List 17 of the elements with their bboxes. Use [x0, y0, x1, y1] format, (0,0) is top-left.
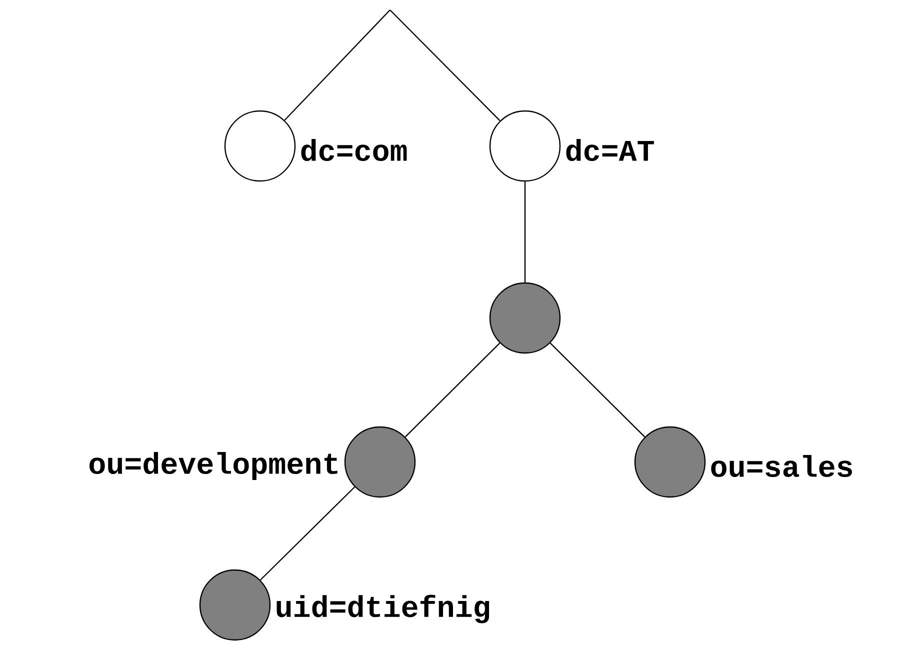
tree-node-circle	[489, 282, 561, 354]
node-label: dc=com	[301, 138, 407, 162]
tree-line	[524, 182, 526, 282]
node-label: uid=dtiefnig	[276, 594, 490, 624]
tree-node-circle	[489, 110, 561, 182]
tree-line	[284, 10, 390, 121]
tree-node-circle	[344, 426, 416, 498]
tree-line	[550, 342, 646, 438]
tree-line	[390, 10, 500, 122]
tree-line	[260, 486, 356, 580]
node-label: dc=AT	[566, 138, 654, 162]
tree-node-circle	[224, 110, 296, 182]
node-label: ou=development	[90, 452, 338, 480]
tree-node-circle	[199, 569, 271, 641]
tree-line	[404, 342, 500, 438]
tree-node-circle	[634, 426, 706, 498]
node-label: ou=sales	[711, 454, 852, 478]
